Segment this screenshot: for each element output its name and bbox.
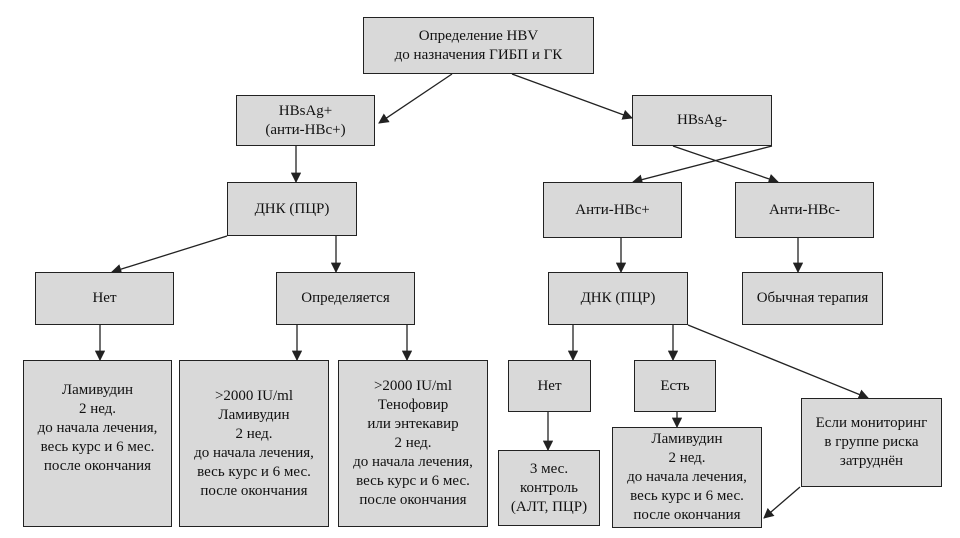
hbsag-negative-box: HBsAg-: [632, 95, 772, 146]
anti-hbc-positive-box: Анти-HBc+: [543, 182, 682, 238]
arrow-7: [672, 145, 779, 184]
arrow-1: [378, 73, 453, 124]
no-right-box: Нет: [508, 360, 591, 412]
anti-hbc-negative-box: Анти-HBc-: [735, 182, 874, 238]
arrow-2: [511, 73, 633, 120]
arrow-6: [631, 145, 773, 185]
no-left-box: Нет: [35, 272, 174, 325]
hbsag-positive-box: HBsAg+ (анти-HBc+): [236, 95, 375, 146]
lamivudine-right-box: Ламивудин 2 нед. до начала лечения, весь…: [612, 427, 762, 528]
monitoring-difficult-box: Если мониторинг в группе риска затруднён: [801, 398, 942, 487]
lamivudine-left-box: Ламивудин 2 нед. до начала лечения, весь…: [23, 360, 172, 527]
dna-pcr-left-box: ДНК (ПЦР): [227, 182, 357, 236]
root-box: Определение HBV до назначения ГИБП и ГК: [363, 17, 594, 74]
yes-right-box: Есть: [634, 360, 716, 412]
high-load-lamivudine-box: >2000 IU/ml Ламивудин 2 нед. до начала л…: [179, 360, 329, 527]
three-month-control-box: 3 мес. контроль (АЛТ, ПЦР): [498, 450, 600, 526]
usual-therapy-box: Обычная терапия: [742, 272, 883, 325]
arrow-4: [111, 235, 228, 275]
arrow-18: [763, 486, 801, 519]
high-load-tenofovir-box: >2000 IU/ml Тенофовир или энтекавир 2 не…: [338, 360, 488, 527]
detected-box: Определяется: [276, 272, 415, 325]
dna-pcr-right-box: ДНК (ПЦР): [548, 272, 688, 325]
